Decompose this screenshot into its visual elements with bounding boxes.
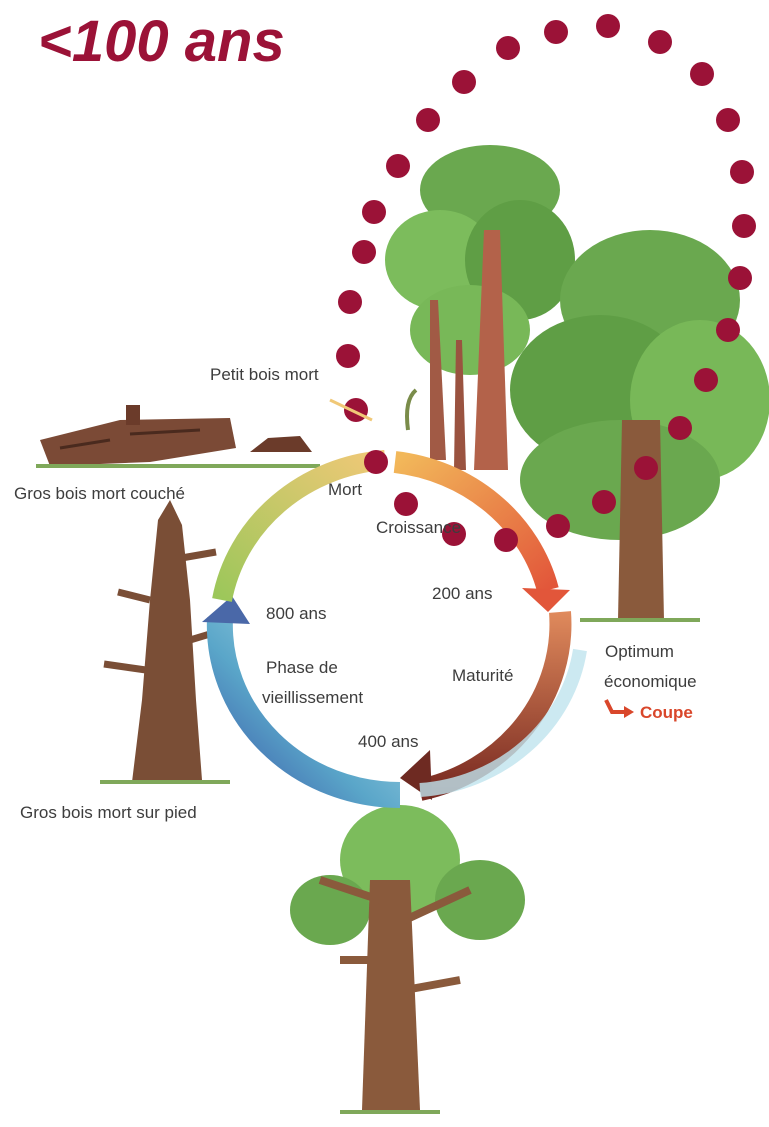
dot <box>668 416 692 440</box>
label-maturite: Maturité <box>452 666 513 686</box>
label-coupe: Coupe <box>640 703 693 723</box>
dot <box>716 318 740 342</box>
dot <box>386 154 410 178</box>
dot <box>634 456 658 480</box>
dot <box>728 266 752 290</box>
label-croissance: Croissance <box>376 518 461 538</box>
label-200-ans: 200 ans <box>432 584 493 604</box>
label-800-ans: 800 ans <box>266 604 327 624</box>
page-title: <100 ans <box>38 8 285 76</box>
label-gros-bois-mort-sur-pied: Gros bois mort sur pied <box>20 803 197 823</box>
dot <box>496 36 520 60</box>
dot <box>494 528 518 552</box>
label-petit-bois-mort: Petit bois mort <box>210 365 319 385</box>
dot <box>546 514 570 538</box>
label-mort: Mort <box>328 480 362 500</box>
old-oak-icon <box>290 805 525 1112</box>
label-optimum-line2: économique <box>604 672 697 692</box>
dot <box>694 368 718 392</box>
dot <box>732 214 756 238</box>
label-phase-line2: vieillissement <box>262 688 363 708</box>
dot <box>690 62 714 86</box>
label-phase-line1: Phase de <box>266 658 338 678</box>
dot <box>352 240 376 264</box>
label-gros-bois-mort-couche: Gros bois mort couché <box>14 484 185 504</box>
dot <box>452 70 476 94</box>
dot <box>544 20 568 44</box>
dot <box>416 108 440 132</box>
label-optimum-line1: Optimum <box>605 642 674 662</box>
dot <box>336 344 360 368</box>
dot <box>730 160 754 184</box>
dot <box>362 200 386 224</box>
fallen-log-icon <box>36 405 320 466</box>
label-400-ans: 400 ans <box>358 732 419 752</box>
dot <box>394 492 418 516</box>
dot <box>648 30 672 54</box>
coupe-arrow-icon <box>606 700 626 712</box>
dot <box>338 290 362 314</box>
dot <box>364 450 388 474</box>
dot <box>592 490 616 514</box>
dot <box>596 14 620 38</box>
dot <box>716 108 740 132</box>
